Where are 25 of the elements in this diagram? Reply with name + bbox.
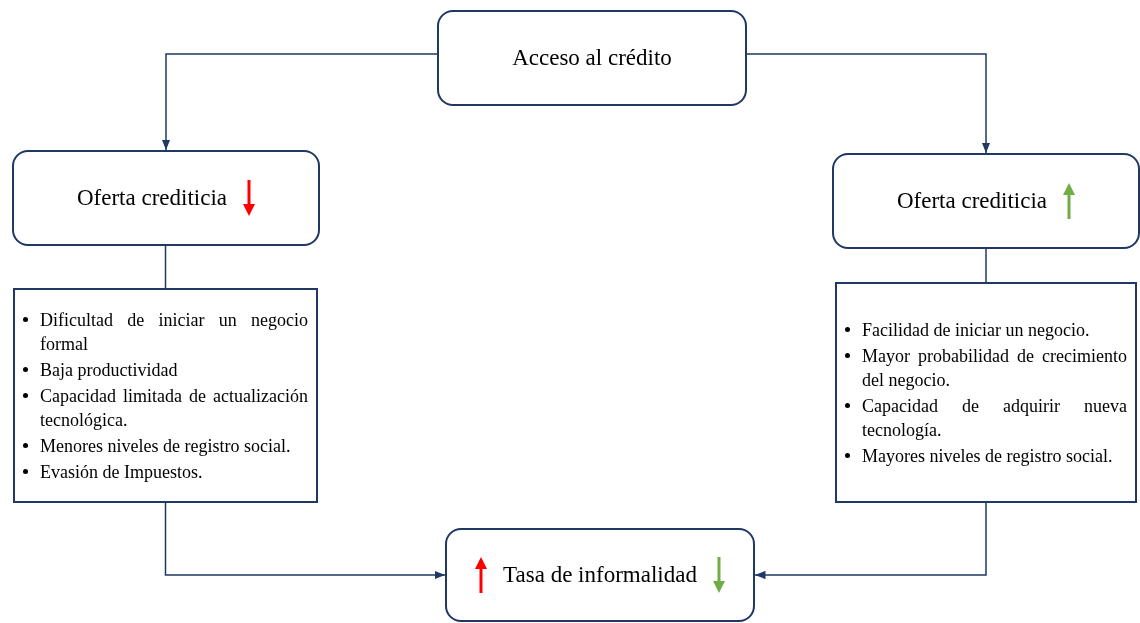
- arrow: [746, 53, 991, 154]
- list-item: Baja productividad: [40, 358, 178, 382]
- list-item: Mayores niveles de registro social.: [862, 444, 1113, 468]
- box-title: Oferta crediticia: [76, 183, 227, 212]
- connector-line: [985, 248, 987, 283]
- arrow: [164, 502, 446, 580]
- list-item: Capacidad de adquirir nueva tecnología.: [862, 394, 1127, 442]
- connector-line: [164, 245, 167, 289]
- rounded-box: [437, 10, 747, 106]
- list-item: Dificultad de iniciar un negocio formal: [40, 308, 308, 356]
- rounded-box: [12, 150, 320, 246]
- box-title: Acceso al crédito: [512, 43, 672, 72]
- box-title: Tasa de informalidad: [503, 560, 697, 589]
- list-box: [835, 282, 1137, 503]
- box-title: Oferta crediticia: [896, 186, 1047, 215]
- arrow: [754, 502, 987, 580]
- list-box: [13, 288, 318, 503]
- rounded-box: [445, 528, 755, 622]
- list-item: Evasión de Impuestos.: [40, 460, 203, 484]
- list-item: Capacidad limitada de actualización tecnológica.: [40, 384, 308, 432]
- arrow: [161, 53, 438, 151]
- list-item: Facilidad de iniciar un negocio.: [862, 318, 1090, 342]
- list-item: Mayor probabilidad de crecimiento del negocio.: [862, 344, 1127, 392]
- list-item: Menores niveles de registro social.: [40, 434, 291, 458]
- rounded-box: [832, 153, 1140, 249]
